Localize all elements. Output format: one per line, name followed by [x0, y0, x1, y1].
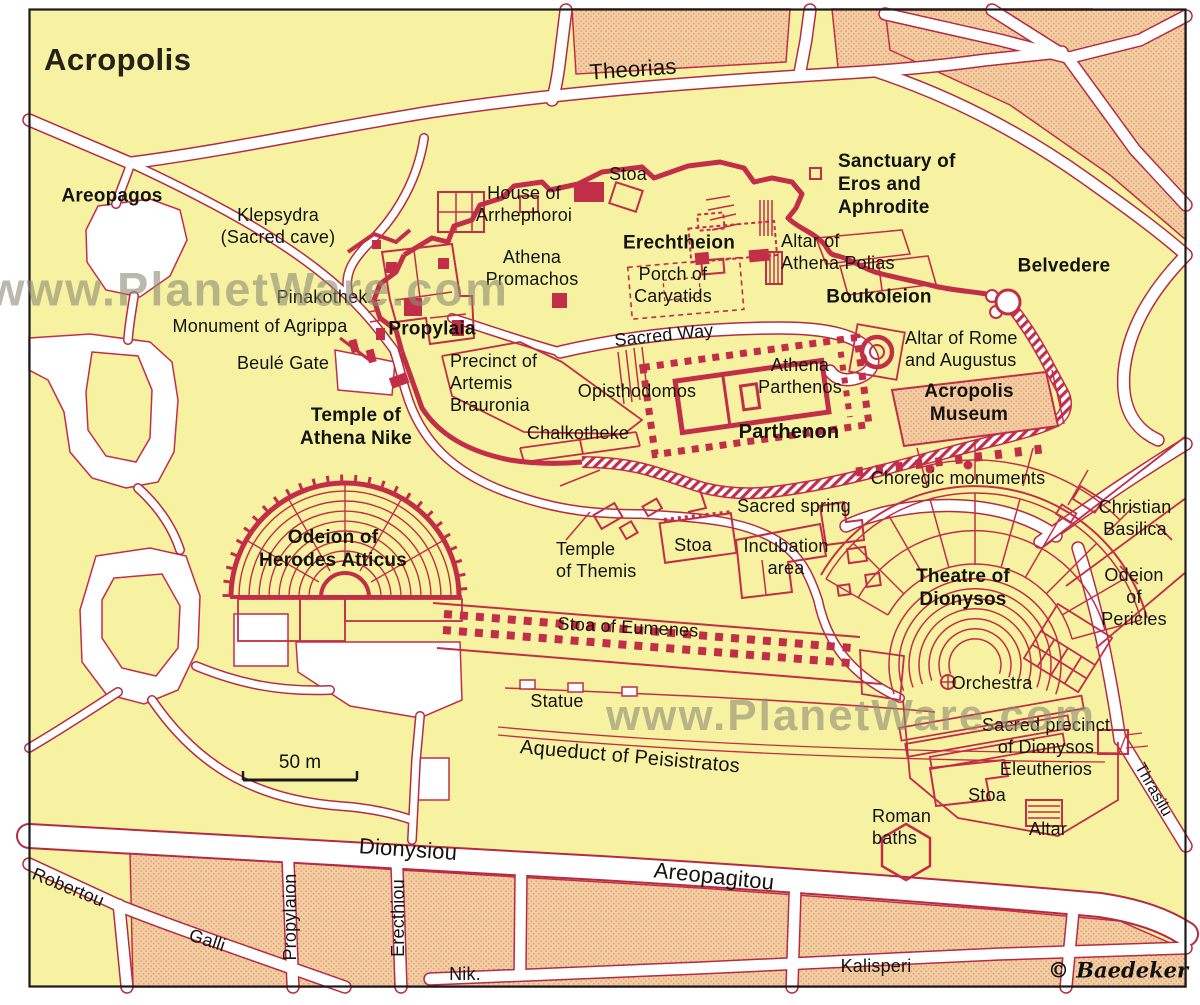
odeion-herodes-atticus — [222, 474, 468, 642]
aqueduct-lines — [497, 726, 1149, 763]
belvedere-bastion — [985, 288, 1022, 319]
acropolis-museum-building — [890, 369, 1065, 448]
east-ruins — [1022, 435, 1187, 694]
parthenon-plan — [638, 333, 874, 459]
open-areas — [28, 198, 463, 801]
scale-bar — [241, 771, 359, 782]
stoa-of-eumenes — [432, 602, 905, 702]
statue-terrace — [504, 679, 936, 713]
acropolis-walls — [371, 159, 1072, 500]
dionysos-precinct — [880, 699, 1119, 882]
summit-ruins — [339, 167, 938, 463]
asklepieion-ruins — [559, 469, 882, 600]
map-frame — [28, 8, 1187, 988]
